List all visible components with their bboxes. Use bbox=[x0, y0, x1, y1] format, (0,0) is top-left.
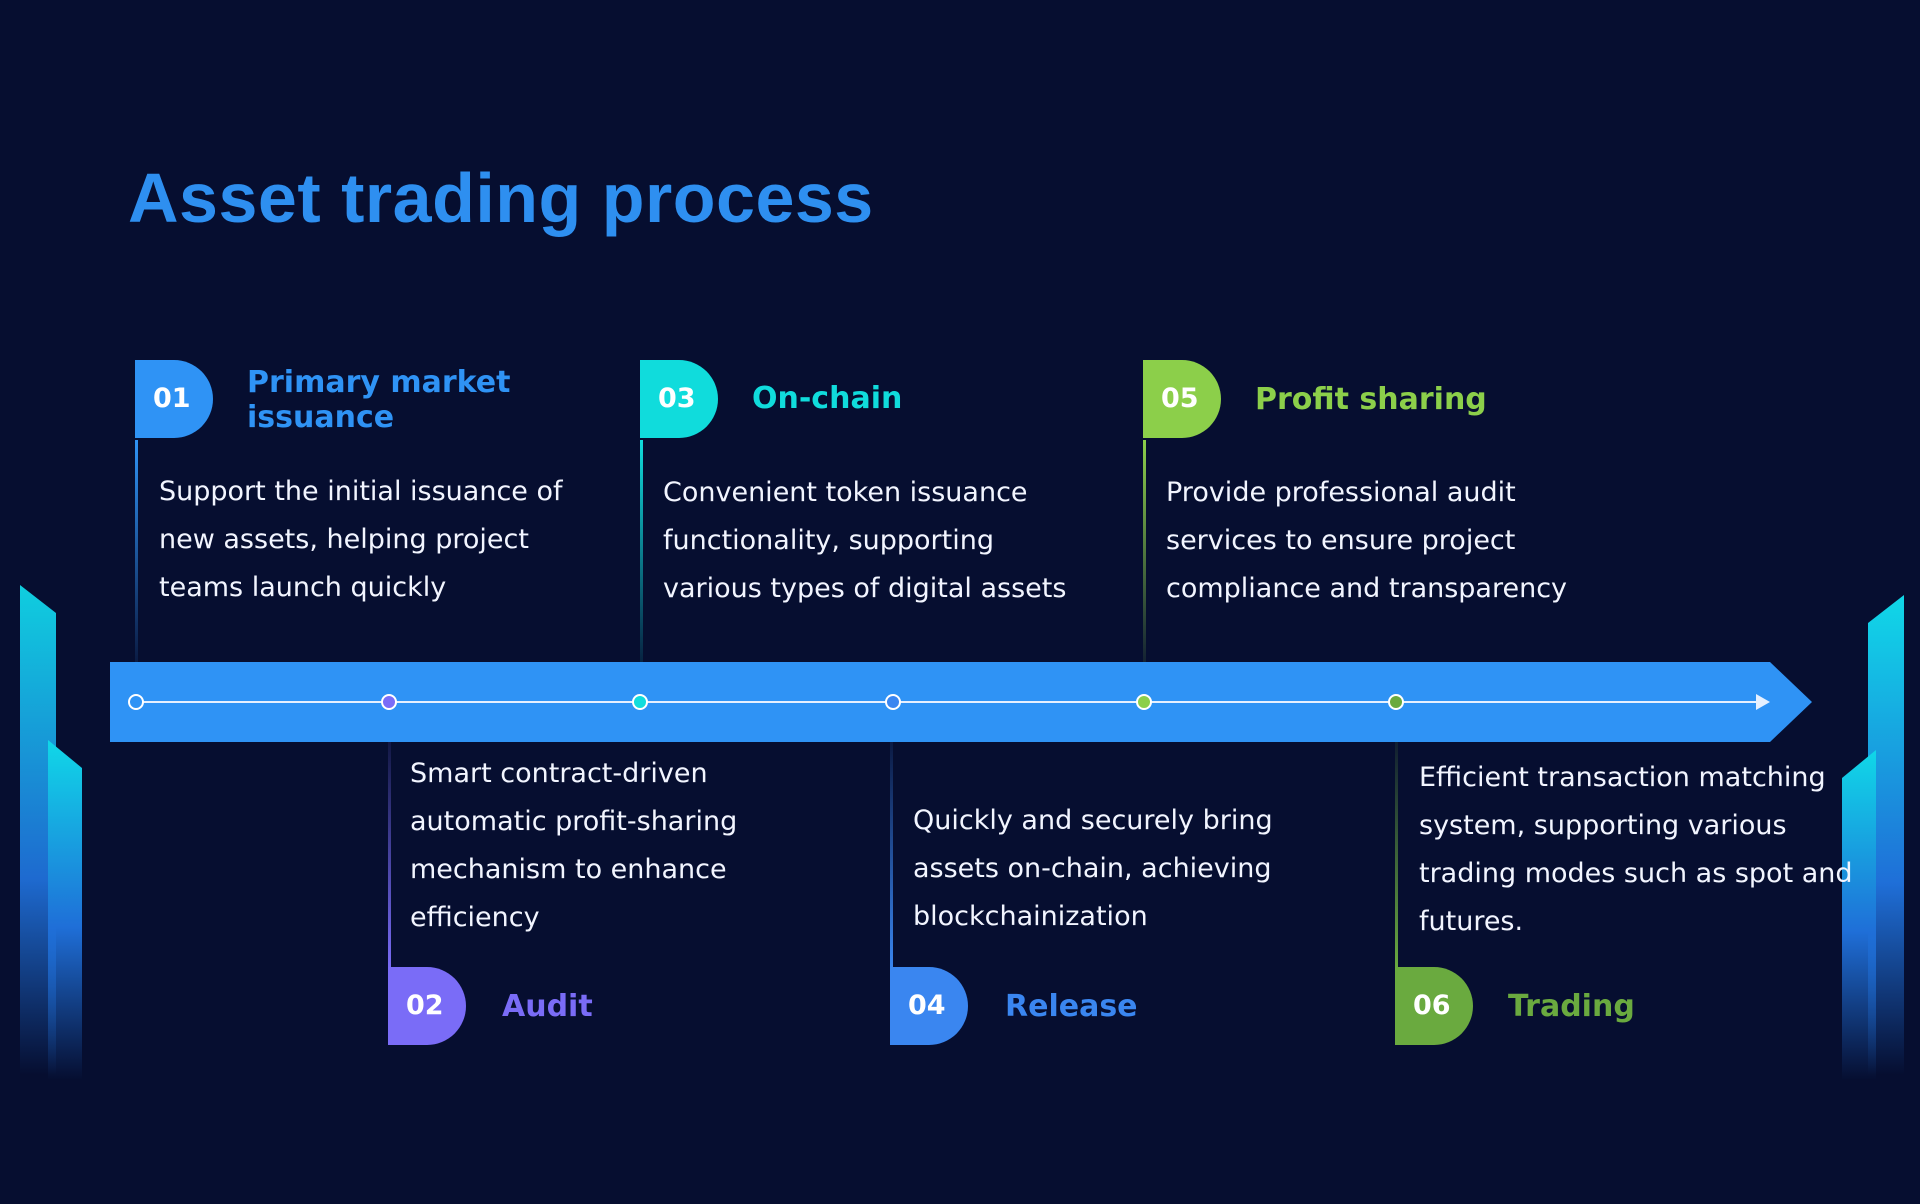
timeline-node-01 bbox=[128, 694, 144, 710]
step-01-desc-line: new assets, helping project bbox=[159, 524, 529, 555]
step-05-title: Profit sharing bbox=[1255, 382, 1487, 417]
step-01-desc-line: Support the initial issuance of bbox=[159, 476, 563, 507]
step-06-desc-line: Efficient transaction matching bbox=[1419, 762, 1826, 793]
timeline-node-04 bbox=[885, 694, 901, 710]
step-02-badge: 02 bbox=[388, 967, 466, 1045]
step-05-desc-line: Provide professional audit bbox=[1166, 477, 1516, 508]
step-03-desc-line: various types of digital assets bbox=[663, 573, 1067, 604]
step-04-connector bbox=[890, 742, 893, 970]
step-06-desc-line: futures. bbox=[1419, 906, 1524, 937]
timeline-node-06 bbox=[1388, 694, 1404, 710]
right-decor-bar bbox=[1842, 750, 1876, 1080]
step-04-badge: 04 bbox=[890, 967, 968, 1045]
step-01-description: Support the initial issuance of new asse… bbox=[159, 468, 563, 612]
left-decor-bar bbox=[48, 740, 82, 1080]
step-02-connector bbox=[388, 742, 391, 970]
step-03-desc-line: Convenient token issuance bbox=[663, 477, 1028, 508]
step-02-desc-line: Smart contract-driven bbox=[410, 758, 708, 789]
step-06-connector bbox=[1395, 742, 1398, 970]
step-03-badge: 03 bbox=[640, 360, 718, 438]
step-06-badge: 06 bbox=[1395, 967, 1473, 1045]
step-06-desc-line: trading modes such as spot and bbox=[1419, 858, 1853, 889]
step-05-desc-line: services to ensure project bbox=[1166, 525, 1516, 556]
step-04-description: Quickly and securely bring assets on-cha… bbox=[913, 797, 1273, 941]
timeline-node-05 bbox=[1136, 694, 1152, 710]
step-05-connector bbox=[1143, 440, 1146, 662]
step-04-desc-line: assets on-chain, achieving bbox=[913, 853, 1272, 884]
timeline-node-02 bbox=[381, 694, 397, 710]
timeline-line bbox=[136, 701, 1756, 703]
page-title: Asset trading process bbox=[128, 159, 874, 237]
step-03-connector bbox=[640, 440, 643, 662]
step-04-desc-line: blockchainization bbox=[913, 901, 1148, 932]
step-02-description: Smart contract-driven automatic profit-s… bbox=[410, 750, 737, 942]
step-01-title-line: Primary market bbox=[247, 365, 511, 400]
step-03-description: Convenient token issuance functionality,… bbox=[663, 469, 1066, 613]
step-02-title: Audit bbox=[502, 989, 593, 1024]
step-05-badge: 05 bbox=[1143, 360, 1221, 438]
step-01-title: Primary market issuance bbox=[247, 365, 511, 435]
step-06-description: Efficient transaction matching system, s… bbox=[1419, 754, 1853, 946]
step-02-desc-line: automatic profit-sharing bbox=[410, 806, 738, 837]
step-02-desc-line: mechanism to enhance bbox=[410, 854, 727, 885]
step-06-title: Trading bbox=[1508, 989, 1635, 1024]
step-01-connector bbox=[135, 440, 138, 662]
step-06-desc-line: system, supporting various bbox=[1419, 810, 1787, 841]
step-01-desc-line: teams launch quickly bbox=[159, 572, 447, 603]
step-05-desc-line: compliance and transparency bbox=[1166, 573, 1568, 604]
step-04-desc-line: Quickly and securely bring bbox=[913, 805, 1273, 836]
step-01-title-line: issuance bbox=[247, 400, 395, 435]
step-02-desc-line: efficiency bbox=[410, 902, 540, 933]
step-05-description: Provide professional audit services to e… bbox=[1166, 469, 1567, 613]
timeline-node-03 bbox=[632, 694, 648, 710]
step-03-desc-line: functionality, supporting bbox=[663, 525, 994, 556]
step-04-title: Release bbox=[1005, 989, 1138, 1024]
step-03-title: On-chain bbox=[752, 381, 903, 416]
step-01-badge: 01 bbox=[135, 360, 213, 438]
timeline-arrowhead-icon bbox=[1756, 694, 1770, 710]
